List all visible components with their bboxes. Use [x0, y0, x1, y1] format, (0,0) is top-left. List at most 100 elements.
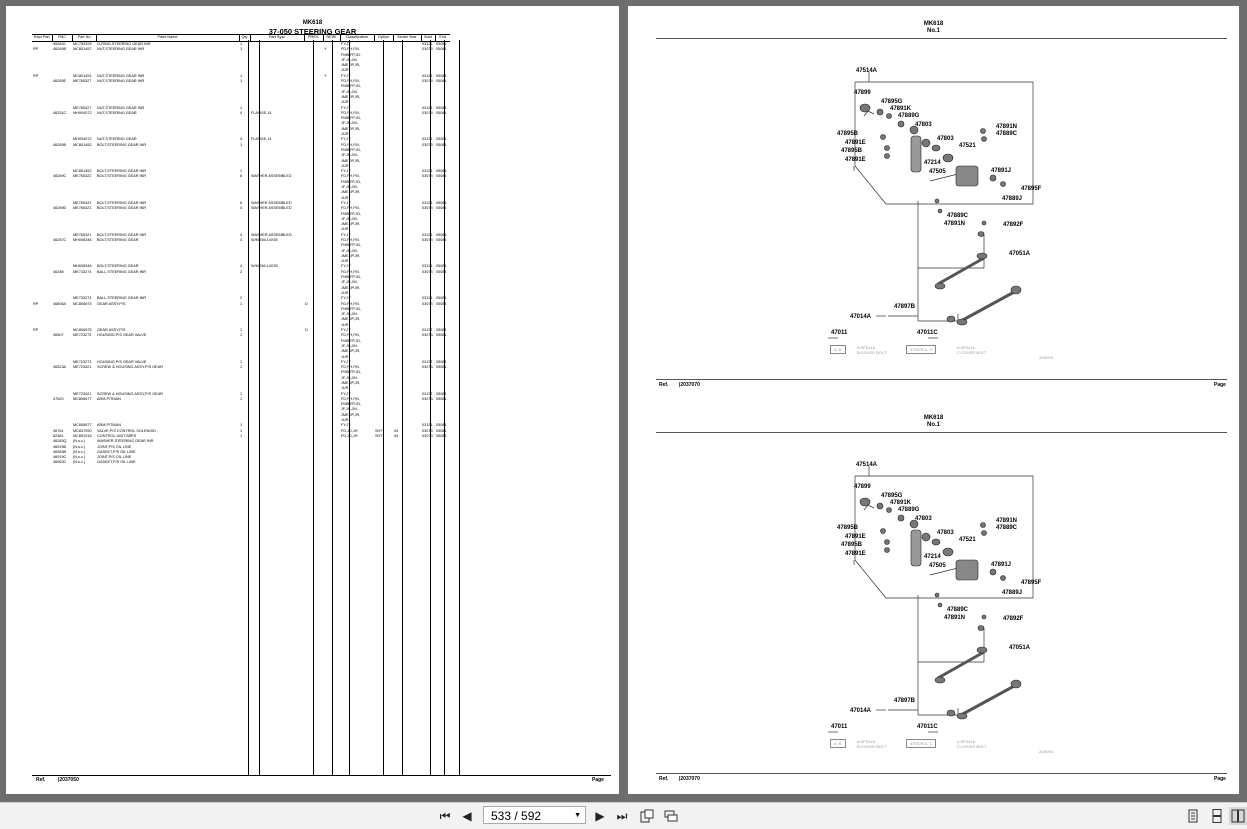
- part-callout-label: 47889C: [996, 131, 1018, 137]
- note-line: A:9FS418: [957, 345, 975, 350]
- table-cell: GEAR ASSY,P/S: [97, 301, 126, 306]
- table-cell: FMB,FP,JD,: [341, 338, 362, 343]
- table-cell: 05081: [436, 328, 447, 333]
- table-cell: JME,JP,JR,: [341, 285, 361, 290]
- table-cell: D: [305, 328, 308, 333]
- table-cell: FY,JY: [341, 137, 351, 142]
- table-cell: FY,JY: [341, 391, 351, 396]
- table-cell: 03121: [422, 423, 433, 428]
- table-cell: 1: [240, 79, 243, 84]
- part-callout-label: 47803: [915, 122, 932, 128]
- column-header: End: [434, 34, 450, 42]
- table-cell: W/MA56,14X35: [251, 264, 278, 269]
- rotate-icon[interactable]: [638, 807, 656, 825]
- table-cell: WASHER ASSEMBLED: [251, 206, 292, 211]
- page-number-select[interactable]: 533 / 592 ▼: [483, 806, 586, 824]
- part-callout-label: 47889J: [1002, 590, 1023, 596]
- note-line: C:COVER BOLT: [957, 744, 987, 749]
- column-header: Model Year: [392, 34, 421, 42]
- table-cell: 03073: [422, 365, 433, 370]
- page-label: Page: [592, 777, 604, 783]
- table-cell: FD,FH,FM,: [341, 237, 360, 242]
- table-cell: FY,JY: [341, 200, 351, 205]
- table-cell: 46267C: [53, 237, 67, 242]
- part-callout-label: 47895F: [1021, 580, 1042, 586]
- table-cell: FD,FH,FM,: [341, 79, 360, 84]
- table-cell: FMB,FP,JD,: [341, 275, 362, 280]
- table-row: JUR: [32, 355, 450, 360]
- column-header: Repl Part: [32, 34, 52, 42]
- table-cell: 05081: [436, 423, 447, 428]
- first-page-icon[interactable]: ⏮: [439, 808, 451, 823]
- note-line: A:9FS418: [857, 345, 875, 350]
- table-cell: 1: [240, 169, 243, 174]
- viewer-toolbar: ⏮ ◀ 533 / 592 ▼ ▶ ⏭: [0, 802, 1247, 829]
- table-row: JUR: [32, 291, 450, 296]
- part-callout-label: 47889C: [996, 525, 1018, 531]
- next-page-icon[interactable]: ▶: [595, 809, 605, 823]
- part-callout-label: 47895G: [881, 99, 903, 105]
- two-page-icon[interactable]: [662, 807, 680, 825]
- table-cell: MC759325: [73, 42, 92, 46]
- table-cell: GASKET,P/S OIL LINE: [97, 449, 136, 454]
- table-row: JME,JP,JR,: [32, 63, 450, 68]
- column-divider: [402, 40, 403, 775]
- table-row: JME,JP,JR,: [32, 349, 450, 354]
- table-cell: FY,JY: [341, 169, 351, 174]
- table-cell: 94: [394, 433, 399, 438]
- table-cell: 05081: [436, 47, 447, 52]
- part-callout-label: 47895B: [841, 542, 863, 548]
- prev-page-icon[interactable]: ◀: [462, 809, 472, 823]
- last-page-icon[interactable]: ⏭: [616, 808, 628, 823]
- table-cell: Y: [324, 47, 327, 52]
- continuous-view-icon[interactable]: [1208, 807, 1226, 825]
- table-cell: JUR: [341, 195, 349, 200]
- table-cell: FD,FH,FM,: [341, 142, 360, 147]
- table-cell: NUT,STEERING GEAR INR: [97, 79, 145, 84]
- table-cell: SCREW & HOUSING ASSY,P/S GEAR: [97, 365, 163, 370]
- part-callout-label: 47891N: [944, 221, 966, 227]
- table-cell: 46269D: [53, 206, 67, 211]
- diagram-number: No.1: [926, 422, 940, 428]
- table-row: FMB,FP,JD,: [32, 275, 450, 280]
- table-cell: MC806675: [73, 301, 92, 306]
- table-cell: 1: [240, 73, 243, 78]
- table-cell: FMB,FP,JD,: [341, 52, 362, 57]
- footer-rule: [656, 773, 1227, 774]
- table-row: JUR: [32, 227, 450, 232]
- part-callout-label: 47891E: [845, 551, 866, 557]
- table-cell: SCREW & HOUSING ASSY,P/S GEAR: [97, 391, 163, 396]
- part-callout-label: 47011: [831, 330, 848, 336]
- facing-view-icon[interactable]: [1229, 807, 1247, 825]
- diagram-model: MK618: [923, 415, 944, 421]
- column-header: NEW!: [322, 34, 340, 42]
- part-callout-label: 47895B: [841, 148, 863, 154]
- table-row: FMB,FP,JD,: [32, 243, 450, 248]
- table-cell: ARM,PITMAN: [97, 423, 121, 428]
- model-name: MK618: [302, 20, 323, 26]
- table-cell: [32, 460, 52, 465]
- table-cell: JUR: [341, 259, 349, 264]
- table-cell: 46963B: [53, 449, 67, 454]
- single-page-view-icon[interactable]: [1184, 807, 1202, 825]
- part-callout-label: 47891N: [996, 124, 1018, 130]
- table-cell: JME,JP,JR,: [341, 94, 361, 99]
- table-cell: W/MA56,14X35: [251, 237, 278, 242]
- table-row: FMB,FP,JD,: [32, 212, 450, 217]
- part-callout-label: 47897B: [894, 304, 916, 310]
- table-row: 46919B(N.s.c.)JOINT,P/S OIL LINE: [32, 445, 450, 450]
- part-callout-label: 47505: [929, 563, 946, 569]
- part-callout-label: 47899: [854, 90, 871, 96]
- table-cell: JUR: [341, 68, 349, 73]
- table-cell: MC801452: [73, 142, 92, 147]
- table-cell: ME723273: [73, 359, 92, 364]
- table-cell: JOINT,P/S OIL LINE: [97, 455, 132, 460]
